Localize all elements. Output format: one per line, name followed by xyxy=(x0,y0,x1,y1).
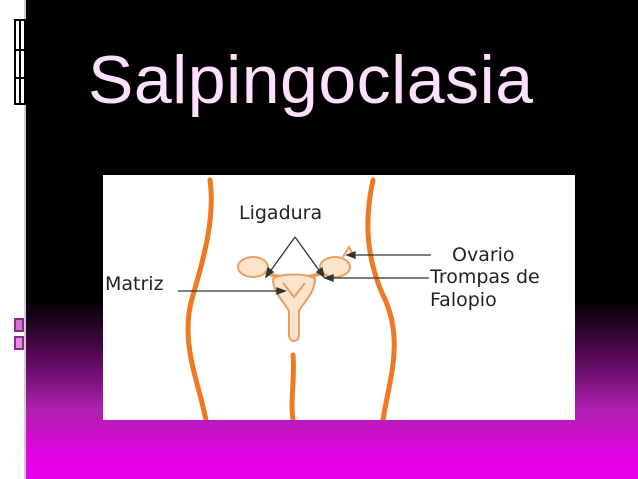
decorative-square-icon xyxy=(14,336,24,350)
left-margin-rule xyxy=(24,0,26,479)
body-outline-left xyxy=(185,177,214,420)
label-matriz: Matriz xyxy=(105,273,164,295)
label-ligadura: Ligadura xyxy=(239,202,323,224)
right-ovary xyxy=(319,256,351,278)
body-outline-right xyxy=(365,177,397,420)
decorative-bars-icon xyxy=(14,19,26,105)
uterine-cavity xyxy=(282,282,306,299)
label-trompas-line1: Trompas de xyxy=(430,266,540,288)
right-fimbria xyxy=(342,244,354,258)
label-trompas-line2: Falopio xyxy=(430,289,497,311)
decorative-square-icon xyxy=(14,318,24,332)
left-ovary xyxy=(237,256,269,278)
anatomy-diagram: Ligadura Matriz Ovario Trompas de Falopi… xyxy=(103,175,575,420)
slide-title: Salpingoclasia xyxy=(88,42,534,118)
uterus xyxy=(271,273,317,342)
label-ovario: Ovario xyxy=(452,244,515,266)
anatomy-illustration xyxy=(178,177,431,420)
ligadura-leader-right xyxy=(294,236,322,274)
body-midline xyxy=(289,352,296,420)
ligadura-leader-left xyxy=(268,236,296,274)
